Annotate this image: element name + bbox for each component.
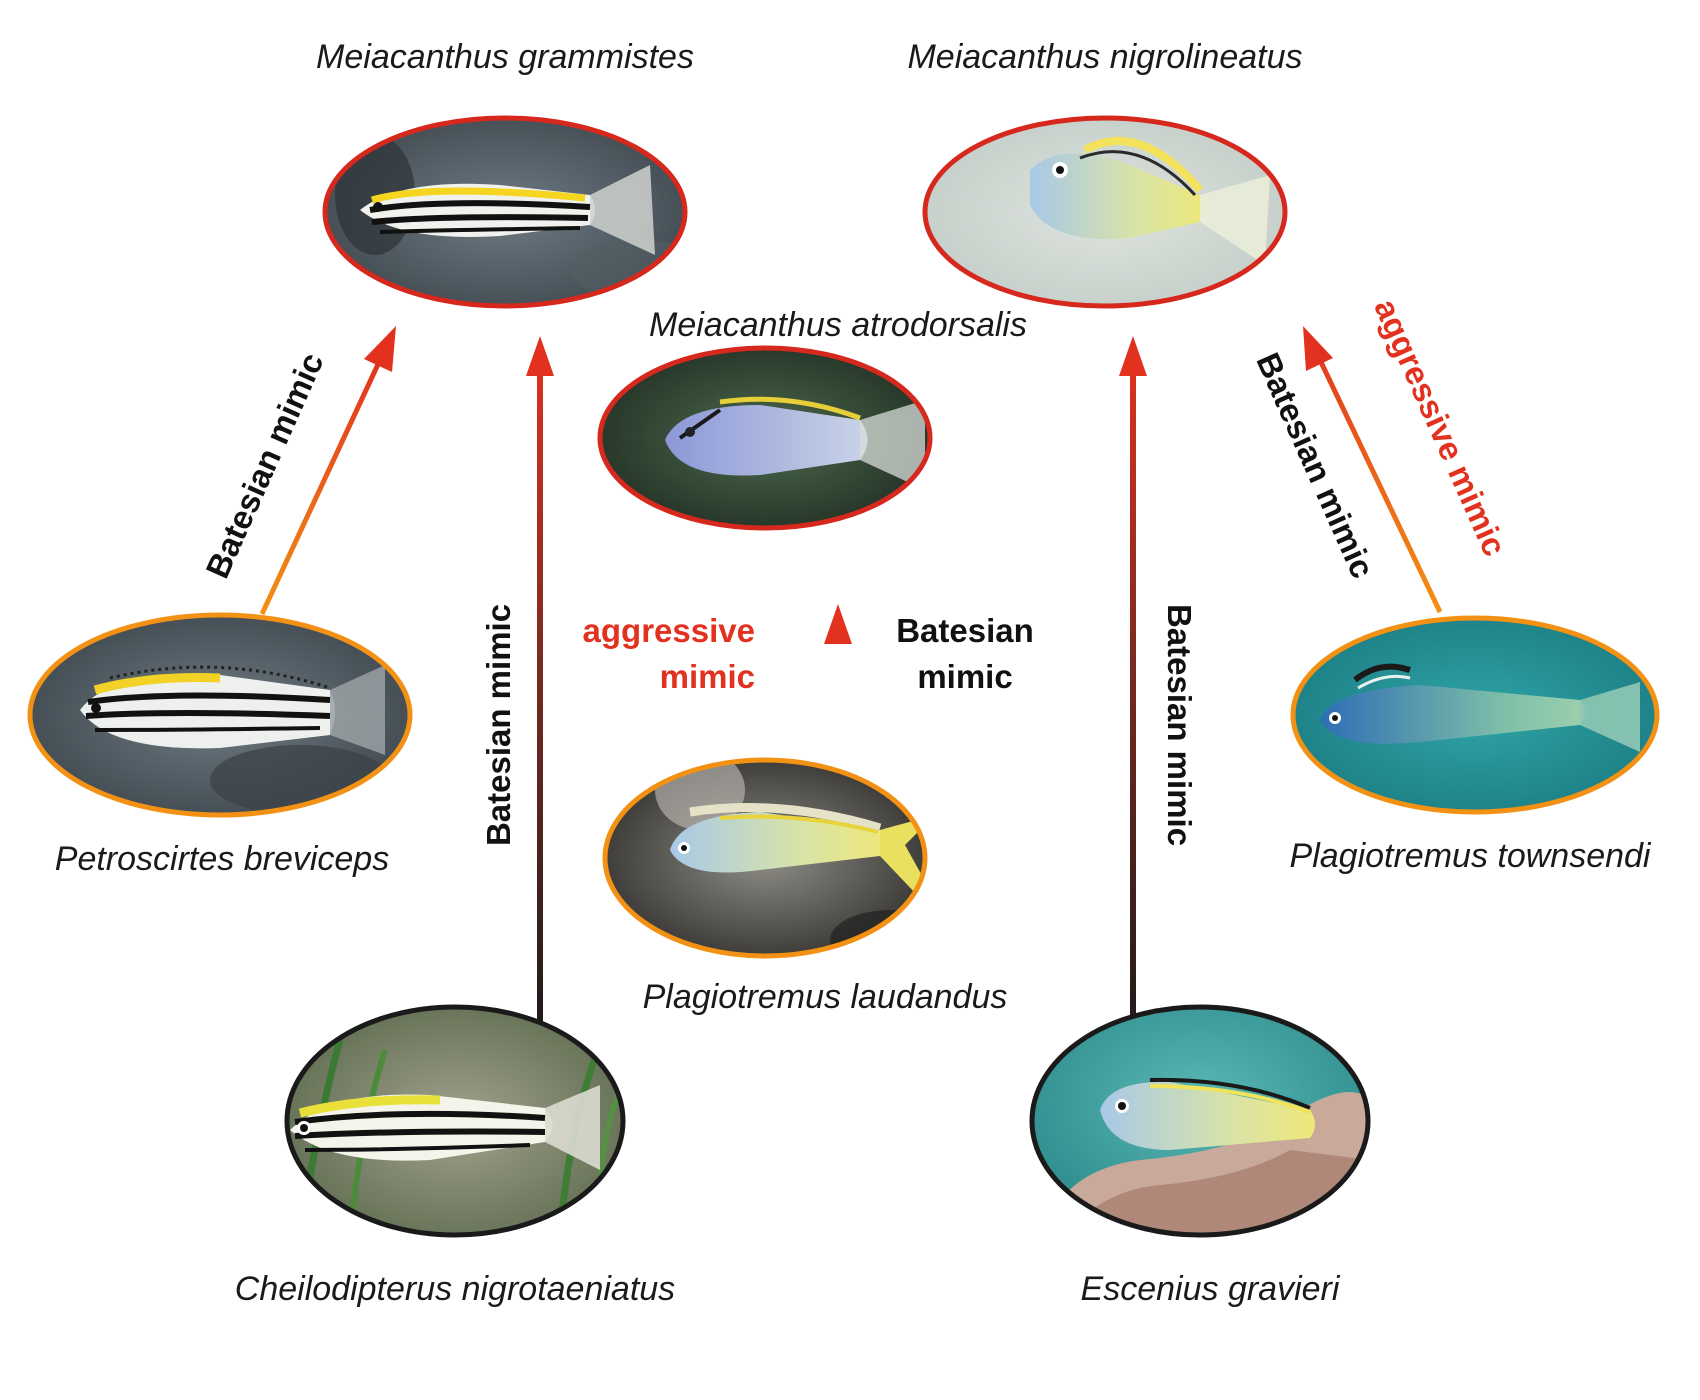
species-name-cheilodipterus-nigrotaeniatus: Cheilodipterus nigrotaeniatus (235, 1270, 675, 1308)
arrow-laudandus-to-atrodorsalis (824, 604, 852, 748)
fish-breviceps (80, 665, 385, 755)
photo-cheilodipterus-nigrotaeniatus (284, 1004, 626, 1238)
fish-atrodorsalis (665, 396, 925, 490)
relation-label-aggressive-word: aggressive (583, 612, 755, 649)
species-name-plagiotremus-townsendi: Plagiotremus townsendi (1290, 837, 1652, 875)
species-name-petroscirtes-breviceps: Petroscirtes breviceps (55, 840, 389, 878)
fish-gravieri (1100, 1077, 1315, 1150)
photo-meiacanthus-grammistes (322, 115, 688, 309)
fish-grammistes (360, 165, 655, 255)
fish-nigrolineatus (1030, 137, 1270, 265)
fish-townsendi (1320, 663, 1640, 752)
photo-petroscirtes-breviceps (27, 612, 413, 818)
species-name-meiacanthus-grammistes: Meiacanthus grammistes (316, 38, 694, 76)
species-name-meiacanthus-nigrolineatus: Meiacanthus nigrolineatus (907, 38, 1302, 76)
species-name-escenius-gravieri: Escenius gravieri (1081, 1270, 1341, 1308)
photo-plagiotremus-laudandus (602, 757, 928, 959)
arrow-breviceps-to-grammistes (259, 326, 396, 616)
relation-label-batesian-breviceps: Batesian mimic (198, 347, 330, 583)
fish-laudandus (670, 803, 925, 935)
photo-meiacanthus-nigrolineatus (922, 115, 1288, 309)
arrow-gravieri-to-nigrolineatus (1119, 336, 1147, 1050)
relation-label-batesian-nigrotaeniatus: Batesian mimic (480, 604, 517, 846)
relation-label-batesian-townsendi: Batesian mimic (1249, 347, 1381, 583)
arrow-nigrotaeniatus-to-grammistes (526, 336, 554, 1050)
relation-label-batesian-mimic-word: mimic (917, 658, 1012, 695)
species-name-meiacanthus-atrodorsalis: Meiacanthus atrodorsalis (649, 306, 1027, 344)
relation-label-batesian-word: Batesian (896, 612, 1034, 649)
relation-label-batesian-gravieri: Batesian mimic (1161, 604, 1198, 846)
relation-label-aggressive-townsendi: aggressive mimic (1367, 293, 1513, 561)
relation-label-aggressive-mimic-word: mimic (660, 658, 755, 695)
arrow-townsendi-to-nigrolineatus (1303, 326, 1443, 614)
photo-meiacanthus-atrodorsalis (597, 345, 933, 531)
fish-nigrotaeniatus (290, 1085, 600, 1170)
photo-plagiotremus-townsendi (1290, 615, 1660, 815)
photo-escenius-gravieri (1029, 1004, 1371, 1238)
species-name-plagiotremus-laudandus: Plagiotremus laudandus (643, 978, 1008, 1016)
